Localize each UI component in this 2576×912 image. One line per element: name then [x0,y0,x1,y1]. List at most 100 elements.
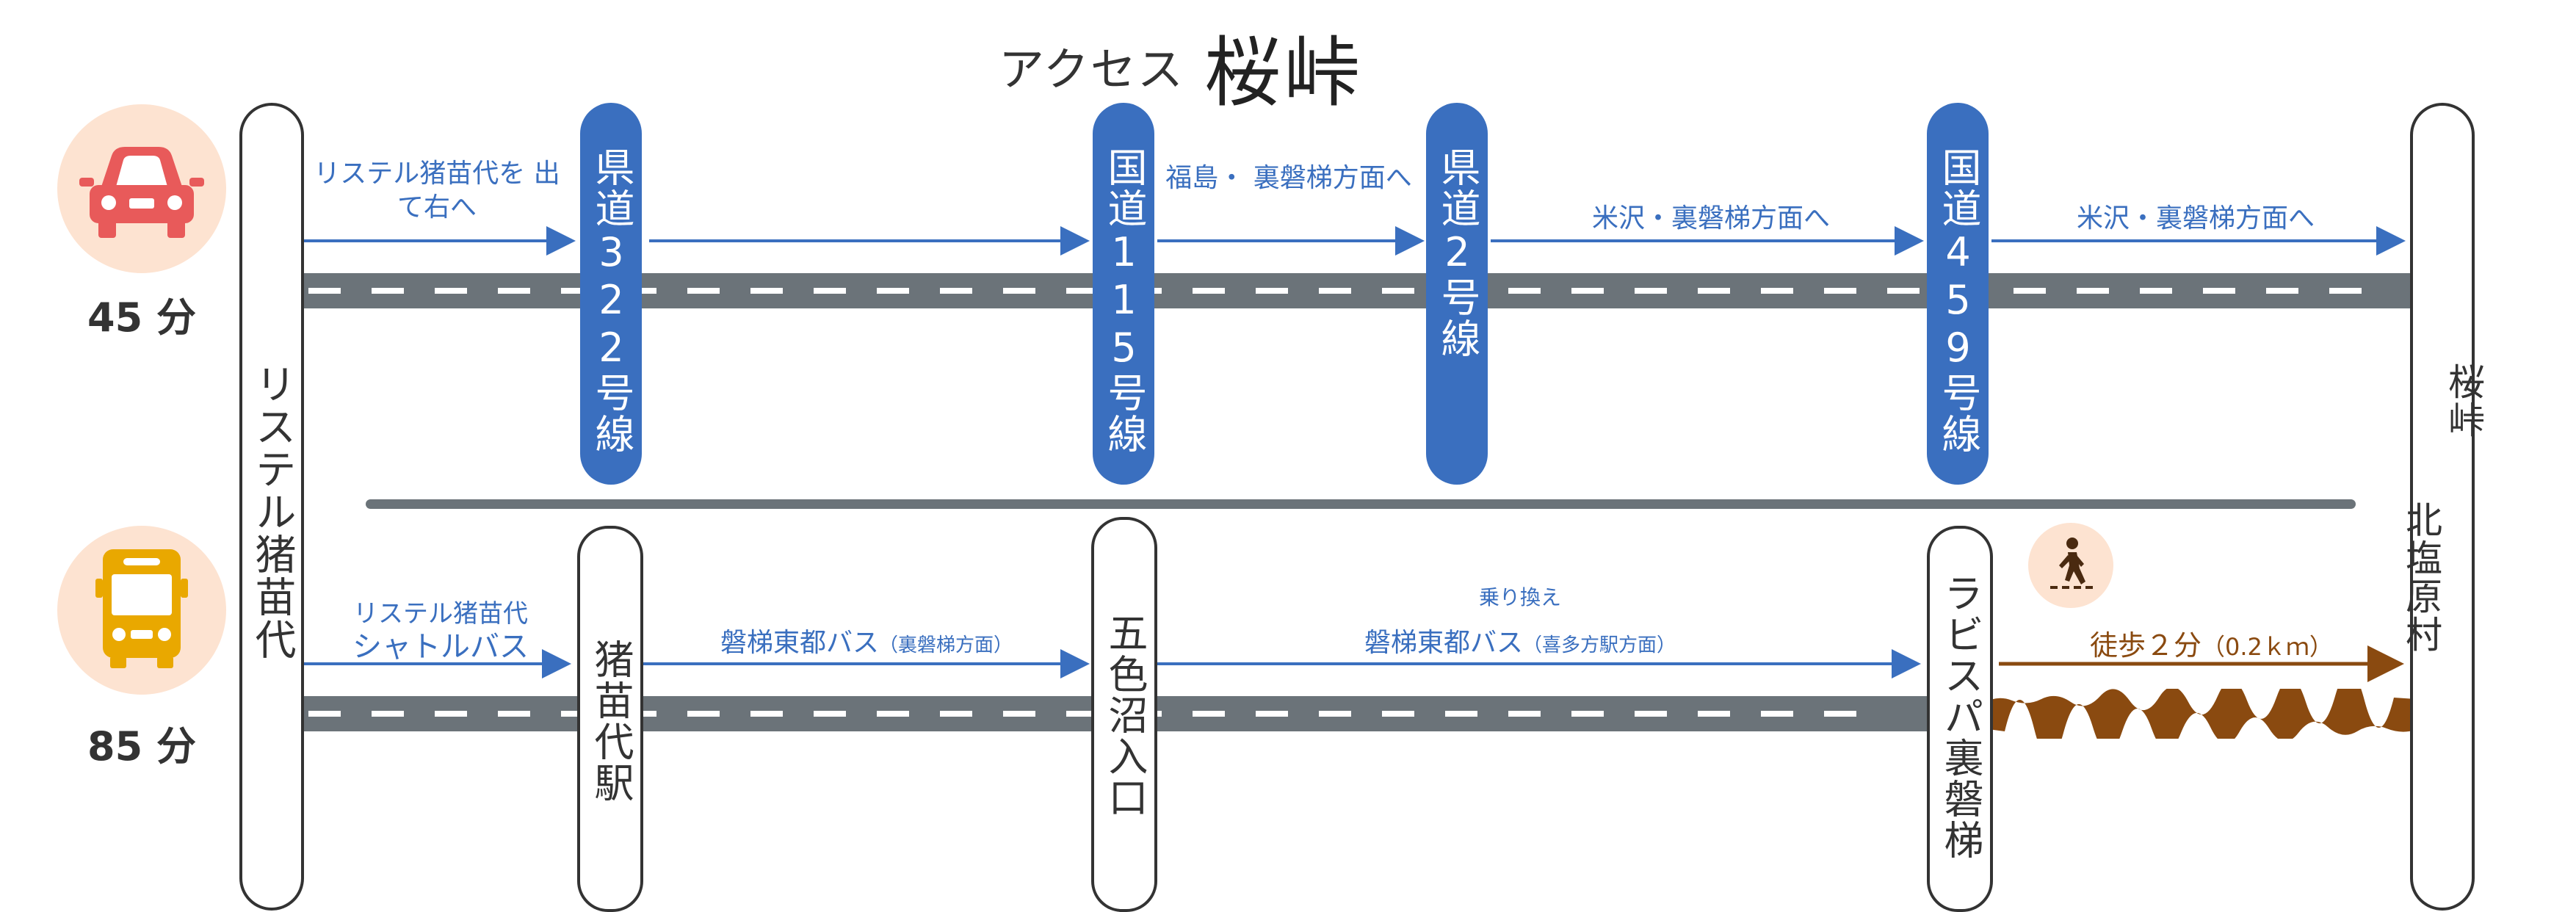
road-dash [1508,288,1541,294]
bus-badge [57,526,226,695]
road-dash [877,711,909,717]
walk-distance: （0.2ｋｍ） [2201,633,2333,661]
road-dash [750,711,783,717]
road-name-1: 県道322号線 [588,147,634,455]
road-name-2: 国道115号線 [1101,147,1147,455]
destination-label-1: 桜峠 [2442,363,2485,439]
road-dash [498,288,530,294]
road-dash [877,288,909,294]
car-start-label: リステル猪苗代を 出て右へ [314,159,560,222]
road-dash [1887,288,1920,294]
walk-badge [2028,523,2113,608]
road-dash [1445,711,1477,717]
car-direction-1: 福島・ 裏磐梯方面へ [1165,163,1412,193]
car-direction-2: 米沢・裏磐梯方面へ [1591,203,1830,234]
page-title: 桜峠 [1204,28,1364,117]
bus-stop-pill-2: 五色沼入口 [1091,517,1157,912]
road-dash [435,711,467,717]
bus-icon [95,549,188,668]
bus-leg1-label: 磐梯東都バス（裏磐梯方面） [661,621,1072,659]
bus-stop-pill-1: 猪苗代駅 [577,526,643,912]
road-dash [750,288,783,294]
road-name-3: 県道2号線 [1434,147,1480,359]
road-dash [372,711,404,717]
bus-leg2-sub: （喜多方駅方面） [1523,634,1676,656]
bus-start-label-1: リステル猪苗代 [353,599,528,629]
destination-label-2: 北塩原村 [2400,501,2442,654]
road-dash [1382,288,1414,294]
road-dash [1319,288,1351,294]
bus-leg1-sub: （裏磐梯方面） [879,634,1013,656]
road-dash [308,711,341,717]
bus-stop-name-3: ラビスパ裏磐梯 [1937,573,1983,861]
road-dash [1635,711,1667,717]
road-dash [1319,711,1351,717]
road-dash [940,711,972,717]
bus-leg1-main: 磐梯東都バス [720,628,879,658]
road-dash [687,711,720,717]
road-dash [498,711,530,717]
road-dash [1698,288,1730,294]
road-dash [1382,711,1414,717]
road-name-4: 国道459号線 [1935,147,1981,455]
road-dash [1824,711,1856,717]
destination-labels: 桜峠 北塩原村 [2400,106,2485,908]
road-pill-2: 国道115号線 [1093,103,1154,485]
road-dash [814,711,846,717]
bus-leg2-main: 磐梯東都バス [1364,628,1523,658]
car-duration: 45 分 [87,294,196,341]
road-dash [2077,288,2109,294]
road-dash [1066,288,1099,294]
origin-label: リステル猪苗代 [248,363,296,661]
car-badge [57,104,226,273]
bus-duration: 85 分 [87,723,196,770]
road-dash [308,288,341,294]
car-direction-3: 米沢・裏磐梯方面へ [2076,203,2315,234]
road-dash [2140,288,2172,294]
road-dash [1193,711,1225,717]
bus-stop-name-2: 五色沼入口 [1101,612,1148,818]
car-icon [79,147,204,238]
road-dash [940,288,972,294]
road-pill-3: 県道2号線 [1426,103,1488,485]
road-dash [687,288,720,294]
road-dash [1571,288,1604,294]
destination-pill: 桜峠 北塩原村 [2400,103,2485,911]
road-dash [1193,288,1225,294]
route-divider [366,499,2356,509]
road-dash [1635,288,1667,294]
road-dash [1256,711,1288,717]
bus-stop-name-1: 猪苗代駅 [587,639,634,803]
road-dash [2329,288,2362,294]
road-dash [2203,288,2235,294]
bus-leg2-label: 磐梯東都バス（喜多方駅方面） [1307,621,1733,659]
road-dash [1571,711,1604,717]
road-dash [2266,288,2298,294]
road-dash [435,288,467,294]
road-pill-4: 国道459号線 [1927,103,1989,485]
pedestrian-icon [2050,538,2093,589]
road-dash [1761,711,1793,717]
road-dash [372,288,404,294]
bus-start-label-2: シャトルバス [352,630,529,664]
road-dash [1003,288,1035,294]
road-dash [1066,711,1099,717]
road-dash [1003,711,1035,717]
road-dash [1761,288,1793,294]
walking-path [1983,689,2416,739]
road-dash [814,288,846,294]
road-dash [1508,711,1541,717]
walk-time: 徒歩２分 [2090,629,2202,662]
origin-pill: リステル猪苗代 [239,103,304,911]
road-dash [1824,288,1856,294]
title-prefix: アクセス [999,43,1184,96]
road-dash [1698,711,1730,717]
road-pill-1: 県道322号線 [580,103,642,485]
bus-transfer-label: 乗り換え [1478,585,1561,609]
road-dash [1256,288,1288,294]
bus-stop-pill-3: ラビスパ裏磐梯 [1927,526,1993,912]
walk-label: 徒歩２分（0.2ｋｍ） [2090,623,2333,663]
road-dash [2014,288,2046,294]
